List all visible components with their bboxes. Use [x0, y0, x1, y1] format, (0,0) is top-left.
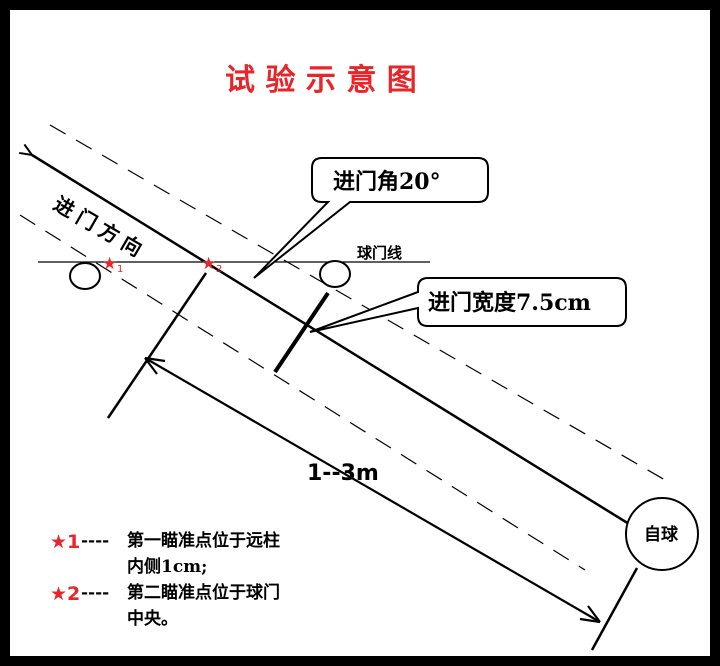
- aim-point-1-star: ★: [102, 254, 117, 274]
- goal-line-label: 球门线: [357, 244, 402, 262]
- diagram-title: 试 验 示 意 图: [225, 63, 417, 98]
- legend-2-line-1: 第二瞄准点位于球门: [127, 582, 280, 603]
- entry-direction-char-1: 进: [50, 192, 79, 223]
- legend-1-line-2: 内侧1cm;: [127, 556, 207, 577]
- extension-line-start: [106, 272, 208, 419]
- entry-direction-char-2: 门: [72, 205, 101, 236]
- legend-2-marker: ★2: [50, 583, 80, 605]
- aim-point-2-star: ★: [201, 254, 216, 274]
- distance-label: 1--3m: [307, 461, 379, 486]
- legend-2-line-2: 中央。: [127, 608, 178, 629]
- aim-point-2-index: 2: [216, 264, 222, 275]
- legend-1-dashes: ----: [81, 531, 109, 551]
- own-ball-label: 自球: [644, 524, 679, 545]
- own-ball: [625, 497, 699, 571]
- diagram-svg: 试 验 示 意 图 球门线 ★ 1 ★ 2 进 门 方 向: [10, 63, 699, 651]
- entry-direction-char-4: 向: [117, 231, 146, 262]
- aim-point-1-index: 1: [117, 264, 123, 275]
- entry-angle-callout: 进门角20°: [253, 157, 489, 279]
- corridor-dashed-line-lower: [19, 214, 586, 571]
- entry-width-callout: 进门宽度7.5cm: [309, 277, 627, 333]
- entry-angle-callout-text: 进门角20°: [333, 169, 441, 195]
- diagram-canvas: 试 验 示 意 图 球门线 ★ 1 ★ 2 进 门 方 向: [10, 10, 710, 656]
- entry-angle-callout-box: [253, 157, 489, 279]
- extension-line-end: [590, 567, 639, 651]
- goal-post-right: [319, 260, 351, 288]
- legend: ★1 ---- 第一瞄准点位于远柱 内侧1cm; ★2 ---- 第二瞄准点位于…: [50, 530, 280, 629]
- entry-direction-label: 进 门 方 向: [50, 192, 147, 262]
- legend-1-line-1: 第一瞄准点位于远柱: [127, 530, 280, 551]
- legend-2-dashes: ----: [81, 583, 109, 603]
- entry-direction-arrow: [32, 155, 656, 542]
- distance-arrowhead-start: [144, 356, 166, 375]
- entry-width-callout-text: 进门宽度7.5cm: [428, 290, 591, 316]
- legend-1-marker: ★1: [50, 531, 80, 553]
- goal-post-left: [69, 262, 101, 290]
- distance-dimension-arrow: [144, 357, 601, 623]
- entry-width-bar: [273, 291, 330, 374]
- entry-width-callout-box: [309, 277, 627, 333]
- entry-direction-char-3: 方: [95, 218, 124, 249]
- distance-arrowhead-end: [579, 605, 601, 624]
